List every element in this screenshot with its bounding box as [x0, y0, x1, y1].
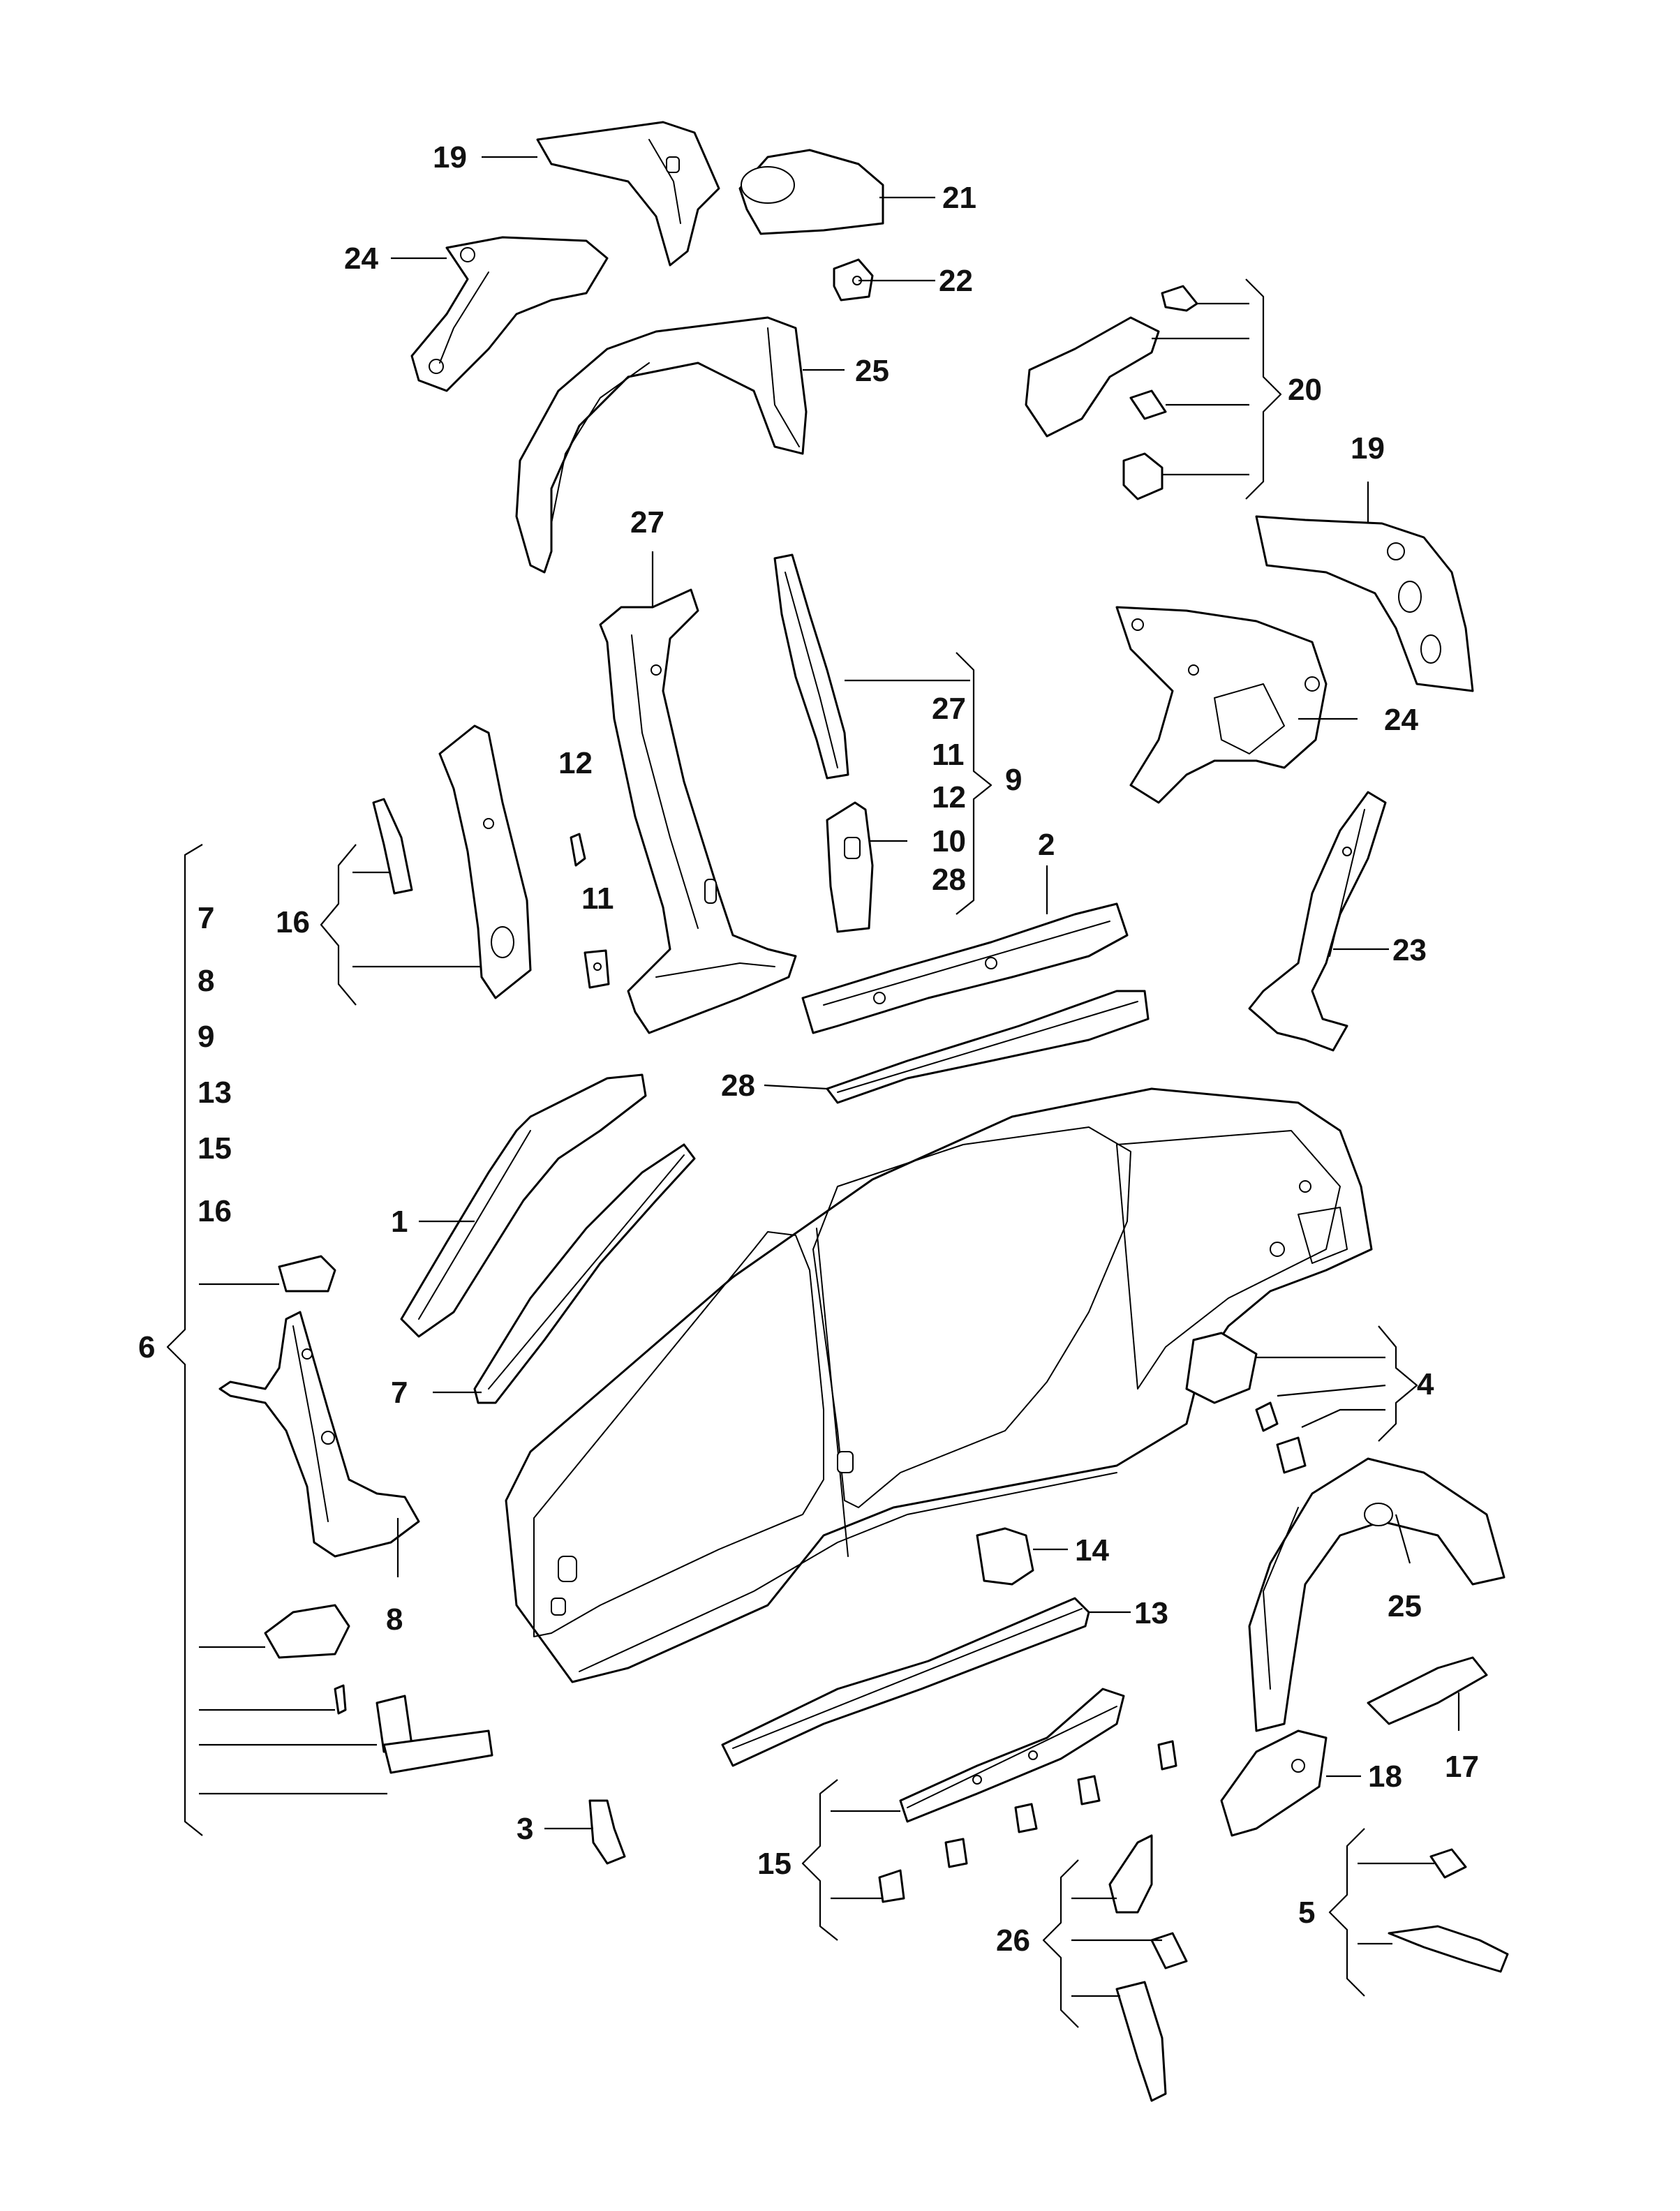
part-6-upper-bracket — [278, 1255, 336, 1293]
callout-9: 9 — [198, 1020, 214, 1054]
callout-19: 19 — [433, 140, 467, 174]
callout-19: 19 — [1351, 431, 1385, 466]
part-28-roof-rail-inner — [826, 990, 1150, 1104]
part-2-roof-rail — [801, 902, 1129, 1034]
callout-27: 27 — [932, 692, 966, 726]
part-22-bracket — [833, 258, 874, 302]
callout-23: 23 — [1392, 933, 1427, 967]
part-8-hinge-pillar — [218, 1311, 420, 1558]
part-24-upper-left — [410, 236, 609, 392]
part-23-pillar — [1248, 791, 1387, 1052]
part-27-pillar-strip — [773, 553, 849, 780]
callout-22: 22 — [939, 264, 973, 298]
part-14-bracket — [976, 1527, 1034, 1586]
callout-17: 17 — [1445, 1750, 1479, 1784]
callout-7: 7 — [198, 901, 214, 935]
callout-7: 7 — [391, 1376, 408, 1410]
part-21-duct — [738, 149, 884, 235]
callout-13: 13 — [1134, 1596, 1168, 1630]
callout-28: 28 — [721, 1069, 755, 1103]
part-17-bracket — [1367, 1656, 1488, 1725]
callout-26: 26 — [996, 1923, 1030, 1958]
callout-24: 24 — [1384, 703, 1418, 737]
part-15-sill-reinforcement — [899, 1688, 1125, 1823]
callout-5: 5 — [1298, 1896, 1315, 1930]
part-7-a-pillar-trim — [473, 1143, 696, 1404]
callout-13: 13 — [198, 1075, 232, 1110]
callout-9: 9 — [1005, 763, 1022, 797]
callout-20: 20 — [1288, 373, 1322, 407]
callout-labels: 19 21 22 24 25 20 19 24 27 27 11 12 10 2… — [138, 140, 1479, 1958]
callout-16: 16 — [198, 1194, 232, 1228]
callout-6: 6 — [138, 1330, 155, 1364]
callout-11: 11 — [932, 738, 965, 772]
callout-10: 10 — [932, 824, 966, 858]
body-side-outer-panel — [505, 1087, 1373, 1683]
callout-12: 12 — [558, 746, 593, 780]
callout-8: 8 — [198, 964, 214, 998]
callout-25: 25 — [1388, 1589, 1422, 1623]
callout-25: 25 — [855, 354, 889, 388]
callout-15: 15 — [757, 1847, 791, 1881]
part-18-bracket — [1220, 1729, 1328, 1837]
part-4-brackets — [1185, 1332, 1307, 1474]
part-27-b-pillar — [599, 588, 797, 1034]
part-16-strip — [372, 798, 413, 895]
part-5-brackets — [1388, 1848, 1509, 1973]
part-16-a-pillar-lower — [438, 724, 532, 999]
part-11-clip — [583, 949, 610, 989]
callout-24: 24 — [344, 241, 378, 276]
callout-4: 4 — [1417, 1367, 1434, 1401]
callout-18: 18 — [1368, 1759, 1402, 1794]
part-19-upper-right — [1255, 515, 1474, 692]
callout-15: 15 — [198, 1131, 232, 1166]
part-20-bracket-set — [1025, 285, 1198, 500]
part-1-a-pillar-upper — [400, 1073, 647, 1338]
callout-27: 27 — [630, 505, 664, 539]
callout-21: 21 — [942, 181, 976, 215]
callout-3: 3 — [516, 1812, 533, 1846]
callout-14: 14 — [1075, 1533, 1109, 1568]
part-13-sill — [721, 1597, 1090, 1767]
callout-1: 1 — [391, 1205, 408, 1239]
part-19-upper-left — [536, 121, 720, 267]
part-15-clips — [878, 1740, 1177, 1903]
bracket-braces — [166, 278, 1434, 2028]
callout-2: 2 — [1038, 828, 1055, 862]
part-12-clip — [570, 833, 586, 867]
callout-11: 11 — [581, 881, 614, 916]
part-26-brackets — [1108, 1834, 1188, 2102]
part-6-small-brackets — [264, 1604, 493, 1774]
callout-12: 12 — [932, 780, 966, 814]
callout-16: 16 — [276, 905, 310, 939]
callout-28: 28 — [932, 863, 966, 897]
leader-lines — [391, 156, 1460, 1830]
part-3-bracket — [588, 1799, 626, 1865]
callout-8: 8 — [386, 1602, 403, 1637]
part-25-upper-wheelhouse — [515, 316, 808, 574]
part-24-right — [1115, 606, 1328, 804]
part-10-reinforcement — [826, 801, 874, 933]
part-25-rear-wheelhouse — [1248, 1457, 1506, 1732]
